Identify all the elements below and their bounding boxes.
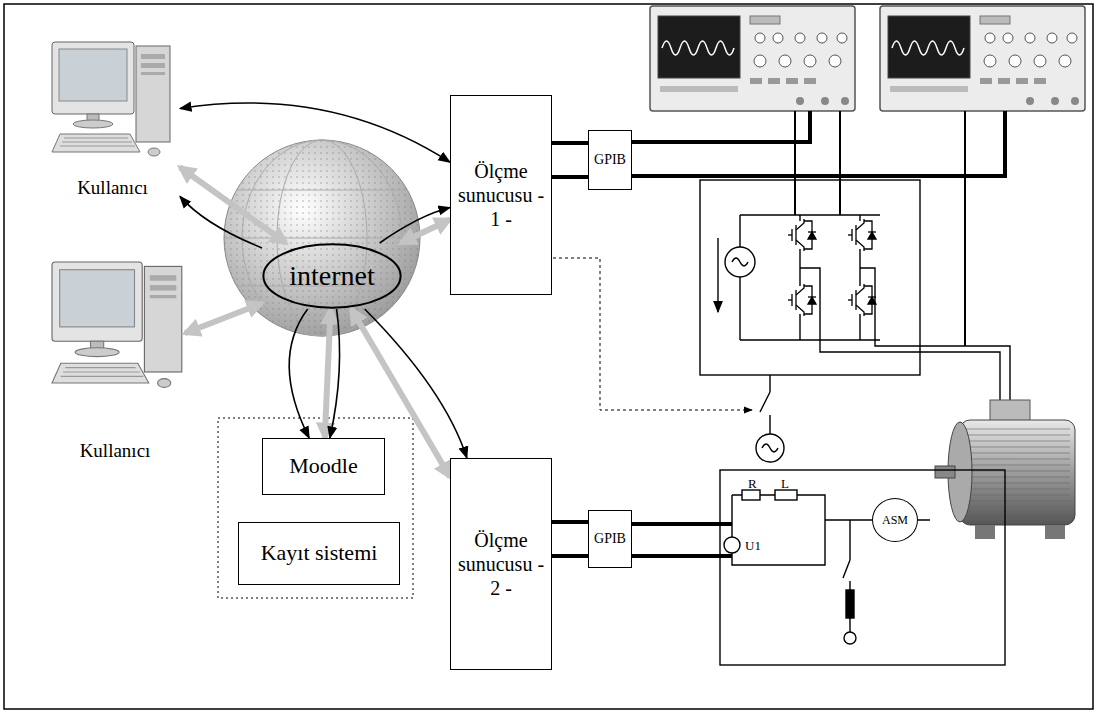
oscilloscope	[880, 6, 1085, 111]
inverter-circuit	[700, 111, 1010, 462]
data-arrow	[330, 309, 340, 438]
node-text: Ölçme sunucusu - 2 -	[451, 528, 551, 600]
frame	[4, 4, 1093, 709]
user-label: Kullanıcı	[45, 258, 185, 463]
gpib-cable	[632, 111, 1005, 556]
user-label: Kullanıcı	[45, 38, 180, 200]
data-arrow	[180, 103, 450, 162]
component-label: R	[748, 474, 757, 492]
node-text: Kayıt sistemi	[261, 540, 378, 566]
machine-symbol: ASM	[872, 498, 918, 542]
computer-icon	[52, 42, 170, 156]
data-arrow	[365, 309, 467, 458]
control-line	[547, 258, 752, 410]
component-label: L	[781, 474, 789, 492]
machine-circuit	[720, 470, 1005, 665]
data-arrow	[180, 196, 262, 248]
network-link	[401, 219, 450, 243]
data-arrow	[380, 208, 450, 243]
network-link	[180, 167, 286, 243]
network-link	[185, 303, 262, 333]
service-box: Moodle	[262, 438, 385, 495]
group-outline	[218, 418, 413, 598]
node-text: GPIB	[594, 152, 626, 169]
service-box: Kayıt sistemi	[238, 522, 400, 585]
server-box: Ölçme sunucusu - 1 -	[450, 95, 552, 295]
component-label: L	[781, 476, 789, 491]
component-label: R	[748, 476, 757, 491]
node-text: internet	[289, 259, 375, 293]
interface-box: GPIB	[588, 510, 632, 568]
node-text: Kullanıcı	[80, 440, 151, 463]
node-text: Ölçme sunucusu - 1 -	[451, 159, 551, 231]
network-ellipse: internet	[262, 243, 402, 309]
node-text: ASM	[882, 513, 908, 527]
server-box: Ölçme sunucusu - 2 -	[450, 458, 552, 670]
data-arrow	[289, 309, 309, 438]
network-link	[325, 309, 331, 438]
bus-cable	[552, 143, 588, 177]
oscilloscope	[650, 6, 855, 111]
interface-box: GPIB	[588, 130, 632, 190]
node-text: GPIB	[594, 531, 626, 548]
node-text: Kullanıcı	[77, 177, 148, 200]
node-text: Moodle	[289, 453, 357, 479]
bus-cable	[552, 522, 588, 556]
component-label: U1	[745, 536, 761, 554]
computer-icon	[52, 262, 182, 387]
component-label: U1	[745, 538, 761, 553]
